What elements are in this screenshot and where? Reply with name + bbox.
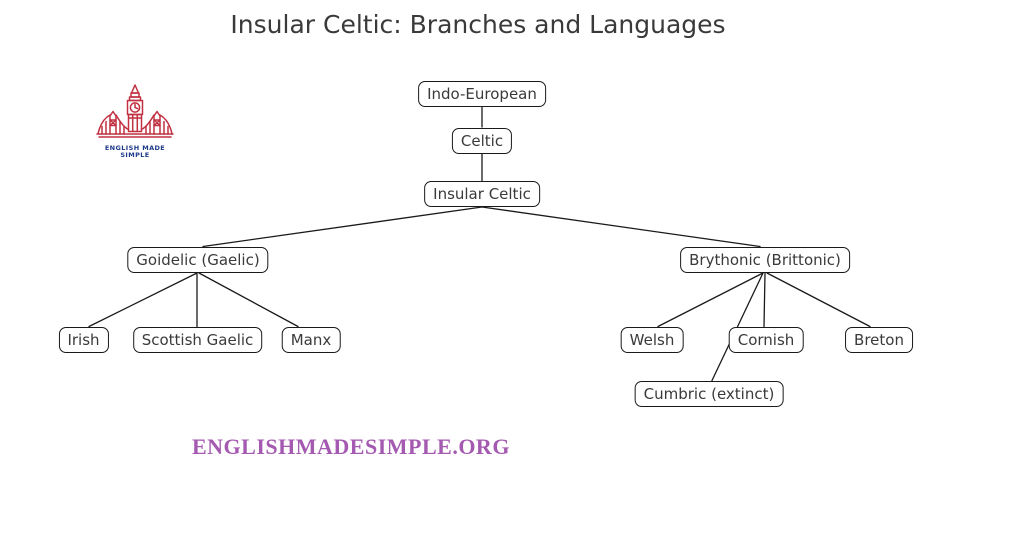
logo-line2: SIMPLE: [120, 151, 150, 159]
node-welsh: Welsh: [620, 326, 684, 353]
node-manx: Manx: [281, 326, 341, 353]
edge-insularceltic-goidelic: [202, 206, 483, 248]
node-breton: Breton: [845, 326, 913, 353]
edge-goidelic-manx: [198, 272, 299, 328]
node-scottish-gaelic: Scottish Gaelic: [132, 326, 263, 353]
node-goidelic: Goidelic (Gaelic): [127, 246, 269, 273]
node-cumbric: Cumbric (extinct): [634, 380, 784, 407]
logo-wordmark: ENGLISH MADE SIMPLE: [94, 145, 176, 159]
node-insular-celtic: Insular Celtic: [424, 180, 540, 207]
logo-line1: ENGLISH MADE: [104, 144, 166, 152]
edge-brythonic-breton: [766, 272, 871, 328]
edge-brythonic-welsh: [657, 272, 764, 328]
big-ben-bridge-icon: [96, 84, 174, 138]
node-irish: Irish: [58, 326, 109, 353]
site-watermark: ENGLISHMADESIMPLE.ORG: [192, 434, 510, 459]
edge-insularceltic-brythonic: [481, 206, 761, 248]
english-made-simple-logo: ENGLISH MADE SIMPLE: [94, 84, 176, 159]
edge-goidelic-irish: [88, 272, 198, 328]
node-cornish: Cornish: [728, 326, 804, 353]
edge-brythonic-cornish: [763, 272, 766, 328]
node-indo-european: Indo-European: [418, 80, 546, 107]
page-title: Insular Celtic: Branches and Languages: [230, 10, 726, 39]
node-celtic: Celtic: [451, 127, 513, 154]
node-brythonic: Brythonic (Brittonic): [680, 246, 850, 273]
